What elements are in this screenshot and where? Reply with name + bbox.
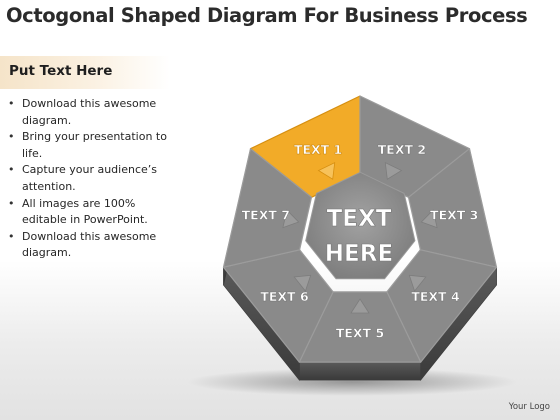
segment-arrow	[350, 298, 370, 314]
bullet-item: Download this awesome diagram.	[6, 229, 168, 262]
bullet-list: Download this awesome diagram. Bring you…	[6, 96, 168, 262]
center-label-line-2: HERE	[325, 241, 393, 267]
segment-arrow	[384, 162, 403, 180]
segment-label: TEXT 7	[242, 208, 290, 223]
subheading: Put Text Here	[9, 63, 113, 79]
arrow-layer	[282, 162, 438, 314]
segment-7	[222, 148, 313, 268]
segment-label: TEXT 1	[294, 142, 342, 157]
segment-arrow	[408, 274, 427, 292]
segment-arrow	[317, 162, 336, 180]
bullet-item: Bring your presentation to life.	[6, 129, 168, 162]
subheading-band	[0, 56, 170, 89]
segment-label: TEXT 3	[430, 208, 478, 223]
diagram-shadow	[187, 368, 517, 396]
bullet-item: Capture your audience’s attention.	[6, 162, 168, 195]
segment-label: TEXT 5	[336, 326, 384, 341]
segment-label: TEXT 2	[378, 142, 426, 157]
bullet-item: Download this awesome diagram.	[6, 96, 168, 129]
label-layer: TEXT 1 TEXT 2 TEXT 3 TEXT 4 TEXT 5 TEXT 6 TEXT…	[241, 142, 478, 341]
segment-arrow	[293, 274, 312, 292]
segment-label: TEXT 6	[260, 289, 309, 304]
segment-arrow	[420, 209, 438, 229]
bullet-item: All images are 100% editable in PowerPoi…	[6, 196, 168, 229]
segment-arrow	[282, 209, 300, 229]
segment-side-wall	[298, 361, 422, 381]
center-label-line-1: TEXT	[327, 206, 392, 232]
slide-title: Octogonal Shaped Diagram For Business Pr…	[6, 4, 528, 27]
center-hub	[305, 171, 416, 280]
footer-logo-text: Your Logo	[508, 402, 550, 412]
segment-label: TEXT 4	[411, 289, 460, 304]
